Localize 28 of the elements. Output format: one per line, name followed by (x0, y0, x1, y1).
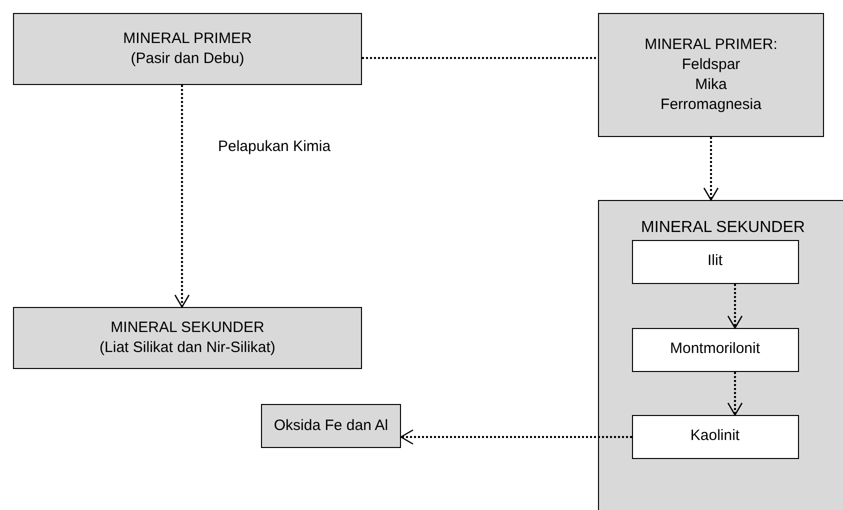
box-heading: MINERAL SEKUNDER (641, 218, 805, 238)
box-heading: MINERAL SEKUNDER (110, 318, 264, 338)
box-text: Mika (695, 75, 727, 95)
arrow (174, 85, 190, 308)
process-box (261, 404, 401, 448)
process-box (13, 307, 362, 369)
box-heading: MINERAL PRIMER (123, 28, 252, 49)
edge-label: Pelapukan Kimia (218, 138, 331, 155)
process-box (632, 414, 798, 458)
group-box (598, 200, 843, 510)
arrow (400, 429, 632, 445)
box-heading: MINERAL PRIMER: (644, 34, 778, 54)
box-heading: Montmorilonit (670, 339, 760, 360)
box-text: (Liat Silikat dan Nir-Silikat) (100, 338, 276, 358)
box-text: Ferromagnesia (660, 95, 762, 116)
connector-line (362, 57, 598, 59)
process-box (632, 240, 798, 284)
box-heading: Kaolinit (690, 426, 740, 446)
process-box (13, 13, 362, 85)
box-text: (Pasir dan Debu) (130, 49, 244, 69)
box-text: Feldspar (682, 54, 740, 75)
process-box (598, 13, 824, 137)
box-heading: Oksida Fe dan Al (274, 416, 388, 436)
process-box (632, 328, 798, 372)
box-heading: Ilit (708, 251, 722, 272)
arrow (727, 372, 743, 416)
arrow (703, 137, 719, 201)
arrow (727, 284, 743, 329)
